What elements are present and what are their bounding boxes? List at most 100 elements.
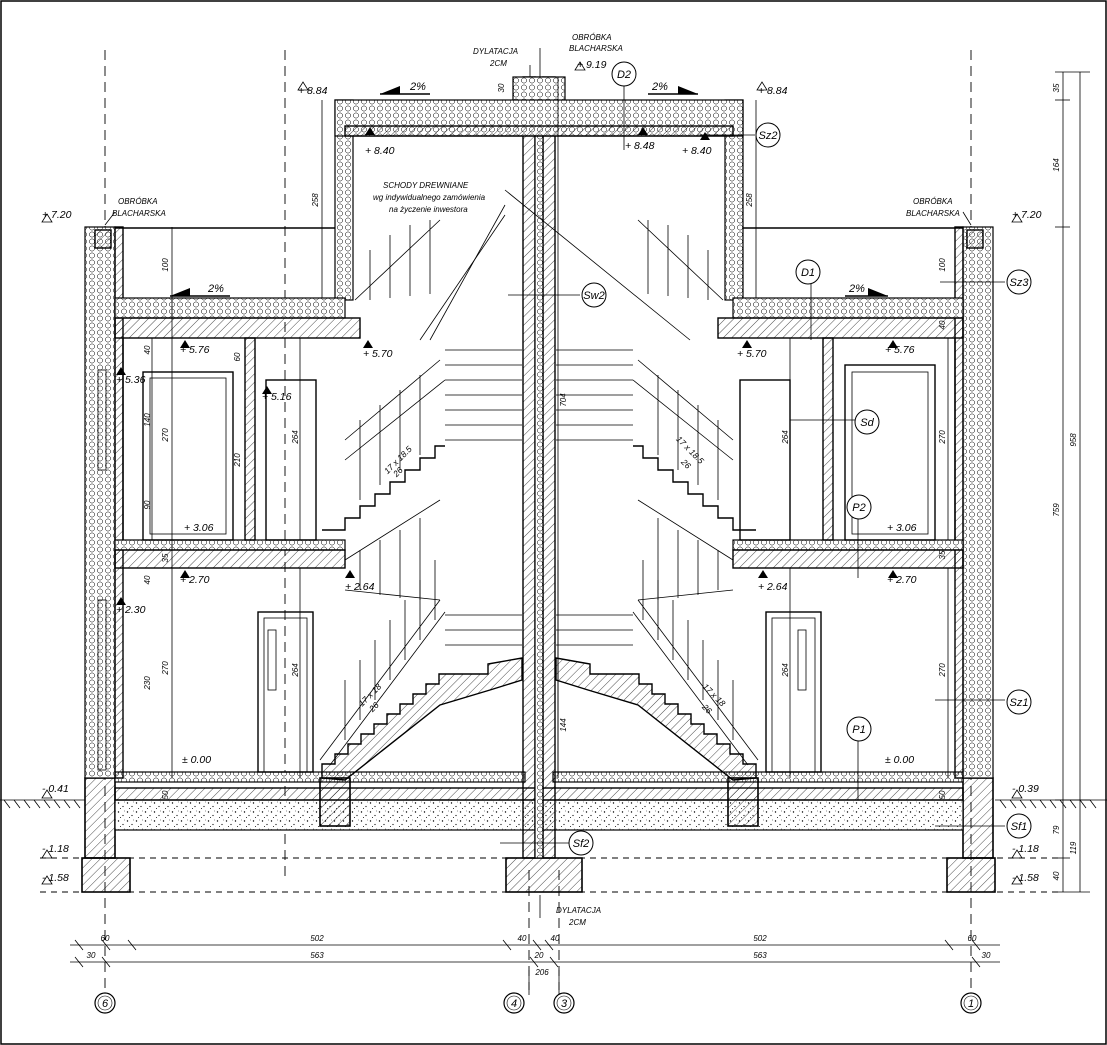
level-zero-left: ± 0.00 [182, 754, 211, 766]
hdim-563-left: 563 [310, 951, 324, 960]
level-window1-left: + 2.30 [116, 604, 146, 616]
footings [40, 857, 1060, 893]
dim-270a: 270 [161, 428, 170, 443]
dim-60a: 60 [233, 352, 242, 361]
level-foundation1-left: - 1.18 [42, 843, 69, 855]
dim-right-958: 958 [1069, 433, 1078, 447]
tag-d1: D1 [801, 267, 815, 279]
note-obrobka-left: OBRÓBKA [118, 197, 158, 206]
note-dylatacja-top: DYLATACJA [473, 47, 518, 56]
vertical-dimension-lines [151, 71, 1090, 893]
dim-210: 210 [233, 453, 242, 468]
tag-d2: D2 [617, 69, 631, 81]
stair-flights [319, 219, 759, 766]
note-dylatacja-bottom: DYLATACJA [556, 906, 601, 915]
tag-sz3: Sz3 [1010, 277, 1030, 289]
level-foundation1-right: - 1.18 [1012, 843, 1039, 855]
level-landing1-left: + 2.64 [345, 581, 375, 593]
level-floor2-right: + 5.76 [885, 344, 915, 356]
level-markers [41, 61, 1023, 885]
note-dylatacja-top-val: 2CM [489, 59, 507, 68]
axis-label-3: 3 [561, 998, 568, 1010]
hdim-206: 206 [534, 968, 549, 977]
level-f1b-left: + 2.70 [180, 574, 210, 586]
dim-35b: 35 [938, 550, 947, 559]
note-stairs-3: na życzenie inwestora [389, 205, 468, 214]
note-stairs-2: wg indywidualnego zamówienia [373, 193, 486, 202]
level-lower-roof-left: + 7.20 [42, 209, 72, 221]
dim-100-right: 100 [938, 258, 947, 272]
dim-230: 230 [143, 676, 152, 691]
dim-270d: 270 [938, 663, 947, 678]
level-ground-left: - 0.41 [42, 783, 69, 795]
note-obrobka-right: OBRÓBKA [913, 197, 953, 206]
level-f1-left: + 3.06 [184, 522, 214, 534]
tag-sf1: Sf1 [1011, 821, 1028, 833]
hdim-563-right: 563 [753, 951, 767, 960]
foundation-walls [84, 777, 994, 859]
dim-270b: 270 [161, 661, 170, 676]
hdim-20: 20 [534, 951, 544, 960]
axis-label-6: 6 [102, 998, 109, 1010]
dim-35a: 35 [161, 553, 170, 562]
windows [97, 364, 936, 771]
hdim-60-right: 60 [968, 934, 977, 943]
hdim-60-left: 60 [101, 934, 110, 943]
level-landing-left: + 5.70 [363, 348, 393, 360]
dim-right-35: 35 [1052, 83, 1061, 92]
level-lower-roof-right: + 7.20 [1012, 209, 1042, 221]
level-door2-left: + 5.16 [262, 391, 292, 403]
note-blacharska-left: BLACHARSKA [112, 209, 166, 218]
level-f1b-right: + 2.70 [887, 574, 917, 586]
axis-circles [94, 992, 982, 1014]
level-ceiling-left: + 8.40 [365, 145, 395, 157]
note-obrobka-top: OBRÓBKA [572, 33, 612, 42]
party-wall [512, 76, 566, 859]
hdim-30-right: 30 [982, 951, 991, 960]
slope-top-left: 2% [409, 81, 426, 93]
dim-264c: 264 [781, 430, 790, 445]
level-floor2-left: + 5.76 [180, 344, 210, 356]
hdim-30-left: 30 [87, 951, 96, 960]
level-foundation2-right: - 1.58 [1012, 872, 1039, 884]
tag-sd: Sd [860, 417, 874, 429]
dim-40a: 40 [143, 345, 152, 354]
level-ground-right: - 0.39 [1012, 783, 1039, 795]
slope-arrows [170, 86, 888, 297]
level-roof-left: + 8.84 [298, 85, 328, 97]
dim-100-left: 100 [161, 258, 170, 272]
level-foundation2-left: - 1.58 [42, 872, 69, 884]
exterior-walls [84, 226, 994, 779]
level-window2-left: + 5.36 [116, 374, 146, 386]
level-landing1-right: + 2.64 [758, 581, 788, 593]
slope-mid-right: 2% [848, 283, 865, 295]
tower-walls [334, 99, 744, 301]
lower-roofs [114, 227, 964, 339]
level-ceiling-mid: + 8.48 [625, 140, 655, 152]
stair-bases [321, 657, 757, 781]
tag-sz1: Sz1 [1010, 697, 1029, 709]
dim-258-right: 258 [745, 193, 754, 208]
dim-right-119: 119 [1069, 841, 1078, 854]
level-ridge: + 9.19 [577, 59, 607, 71]
level-landing-right: + 5.70 [737, 348, 767, 360]
dim-264d: 264 [781, 663, 790, 678]
dim-40c: 40 [938, 320, 947, 329]
axis-label-4: 4 [511, 998, 517, 1010]
level-f1-right: + 3.06 [887, 522, 917, 534]
dim-right-40: 40 [1052, 871, 1061, 880]
stair-note-2b: 26 [679, 456, 694, 471]
axis-label-1: 1 [968, 998, 974, 1010]
level-ceiling-right: + 8.40 [682, 145, 712, 157]
dim-258-left: 258 [311, 193, 320, 208]
dim-40b: 40 [143, 575, 152, 584]
note-stairs-1: SCHODY DREWNIANE [383, 181, 469, 190]
horizontal-dimension-lines [70, 939, 1000, 995]
hdim-40-right: 40 [551, 934, 560, 943]
tag-p2: P2 [852, 502, 865, 514]
dim-50a: 50 [161, 790, 170, 799]
dim-704: 704 [559, 393, 568, 407]
dim-30: 30 [497, 83, 506, 92]
tag-p1: P1 [852, 724, 865, 736]
